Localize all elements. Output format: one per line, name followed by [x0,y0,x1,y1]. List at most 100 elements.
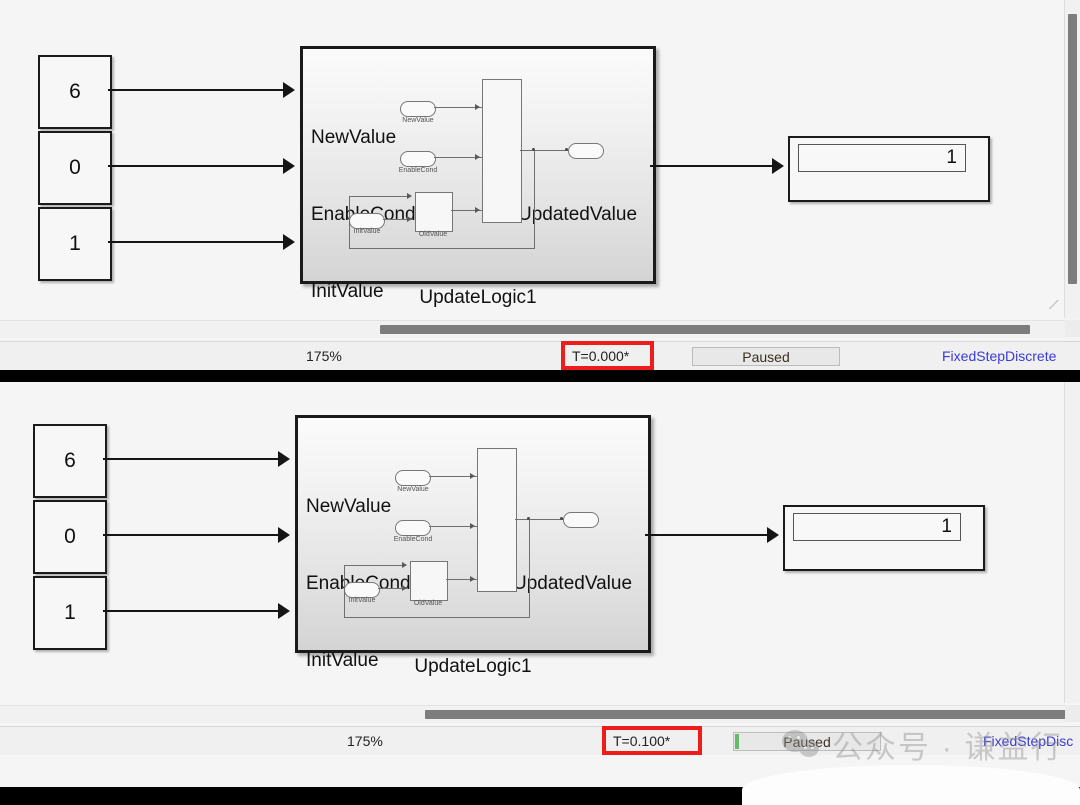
inport-oval-label-newvalue: NewValue [402,117,434,124]
constant-value: 0 [64,525,76,548]
mini-junction-dot [532,148,535,151]
mini-feedback-bottom [344,617,529,618]
display-block[interactable]: 1 [788,136,990,202]
display-block[interactable]: 1 [783,505,985,571]
run-state-button[interactable]: Paused [692,347,840,366]
signal-line-enablecond [103,534,278,536]
status-bar-bottom: 175% T=0.100* Paused FixedStepDisc [0,726,1080,755]
subsystem-caption: UpdateLogic1 [414,656,532,677]
signal-line-initvalue [108,241,283,243]
inport-oval-label-enablecond: EnableCond [398,167,438,174]
oldvalue-block-label: OldValue [413,600,443,607]
mini-arrow-3 [407,216,412,222]
model-canvas-top[interactable]: 6 0 1 NewValue EnableCond InitValue Upda… [0,0,1080,318]
simulation-time-label: T=0.000* [572,348,630,364]
signal-arrow-enablecond [283,158,295,174]
subsystem-outport-label-updatedvalue: UpdatedValue [513,573,633,594]
display-value-field: 1 [793,513,961,541]
mini-line-2 [434,157,482,158]
signal-arrow-output [767,527,779,543]
simulation-time-label: T=0.100* [613,733,671,749]
subsystem-block-updatelogic1[interactable]: NewValue EnableCond InitValue UpdatedVal… [300,46,656,308]
constant-block-newvalue[interactable]: 6 [33,424,107,498]
signal-arrow-initvalue [283,234,295,250]
outport-oval-updatedvalue [563,512,599,528]
inport-oval-newvalue [395,470,431,486]
constant-block-initvalue[interactable]: 1 [38,207,112,281]
switch-block [482,79,522,223]
horizontal-scrollbar-top[interactable] [0,320,1065,338]
inport-oval-label-initvalue: InitValue [353,228,381,235]
scrollbar-corner-top [1065,320,1080,337]
horizontal-scrollbar-thumb[interactable] [380,325,1030,334]
constant-value: 1 [69,232,81,255]
signal-arrow-newvalue [278,451,290,467]
mini-junction-dot [527,517,530,520]
mini-out-down [529,519,530,618]
mini-feedback-left [344,565,345,617]
constant-value: 0 [69,156,81,179]
inport-oval-label-newvalue: NewValue [397,486,429,493]
vertical-scrollbar-thumb[interactable] [1068,14,1077,284]
scrollbar-corner-bottom [1065,705,1080,722]
mini-arrow-5 [470,576,475,582]
vertical-scrollbar-bottom[interactable] [1064,382,1080,703]
subsystem-outport-label-updatedvalue: UpdatedValue [518,204,638,225]
mini-out-line [520,150,534,151]
inport-oval-label-enablecond: EnableCond [393,536,433,543]
display-value: 1 [941,516,952,537]
constant-block-enablecond[interactable]: 0 [38,131,112,205]
mini-arrow-1 [470,473,475,479]
mini-out-line [515,519,529,520]
zoom-level-label[interactable]: 175% [347,733,383,749]
mini-line-3 [383,219,413,220]
mini-arrow-2 [470,523,475,529]
mini-arrow-5 [475,207,480,213]
subsystem-inport-label-initvalue: InitValue [311,281,384,302]
inport-oval-newvalue [400,101,436,117]
zoom-level-label[interactable]: 175% [306,348,342,364]
solver-link[interactable]: FixedStepDiscrete [942,348,1057,364]
mini-arrow-4 [407,193,412,199]
signal-line-initvalue [103,610,278,612]
horizontal-scrollbar-thumb[interactable] [425,710,1075,719]
mini-arrow-1 [475,104,480,110]
subsystem-inport-label-initvalue: InitValue [306,650,379,671]
run-state-label: Paused [742,348,790,365]
mini-line-3 [378,588,408,589]
signal-line-newvalue [103,458,278,460]
simulation-progress-bar [735,734,739,749]
signal-line-output [645,534,767,536]
inport-oval-enablecond [400,151,436,167]
simulink-panel-top: 6 0 1 NewValue EnableCond InitValue Upda… [0,0,1080,370]
subsystem-block-updatelogic1[interactable]: NewValue EnableCond InitValue UpdatedVal… [295,415,651,677]
oldvalue-block [410,561,448,601]
mini-junction-dot-2 [565,148,568,151]
constant-value: 6 [64,449,76,472]
mini-arrow-3 [402,585,407,591]
run-state-label: Paused [783,733,831,750]
mini-out-down [534,150,535,249]
constant-block-initvalue[interactable]: 1 [33,576,107,650]
run-state-button[interactable]: Paused [733,732,881,751]
resize-grip-top[interactable] [1047,300,1060,309]
constant-value: 1 [64,601,76,624]
mini-out-right [534,150,569,151]
switch-block [477,448,517,592]
mini-line-2 [429,526,477,527]
mini-feedback-top [349,196,411,197]
signal-line-newvalue [108,89,283,91]
oldvalue-block-label: OldValue [418,231,448,238]
horizontal-scrollbar-bottom[interactable] [0,705,1075,723]
constant-block-newvalue[interactable]: 6 [38,55,112,129]
constant-block-enablecond[interactable]: 0 [33,500,107,574]
signal-line-enablecond [108,165,283,167]
outport-oval-updatedvalue [568,143,604,159]
subsystem-inport-label-newvalue: NewValue [306,496,392,517]
oldvalue-block [415,192,453,232]
vertical-scrollbar-top[interactable] [1064,0,1080,318]
signal-arrow-newvalue [283,82,295,98]
solver-link[interactable]: FixedStepDisc [983,733,1074,749]
inport-oval-enablecond [395,520,431,536]
constant-value: 6 [69,80,81,103]
